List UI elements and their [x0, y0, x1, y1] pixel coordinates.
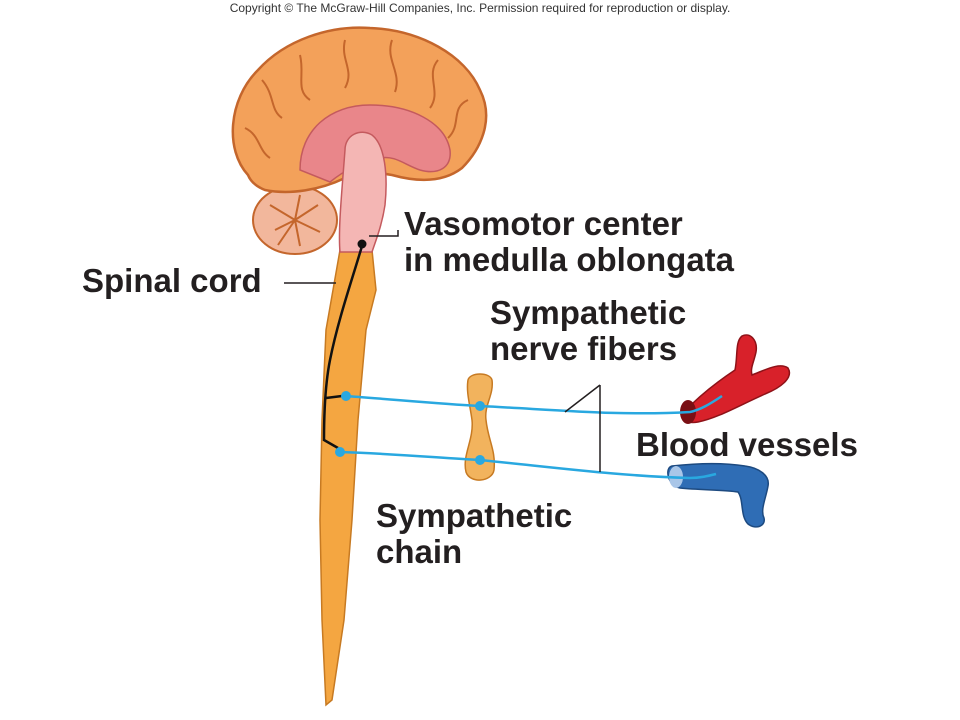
- sympathetic-nerve-fibers: [339, 394, 723, 480]
- cortex-folds: [244, 39, 469, 159]
- copyright-notice: Copyright © The McGraw-Hill Companies, I…: [229, 1, 731, 15]
- vein: [667, 462, 769, 528]
- label-vasomotor-center: Vasomotor center in medulla oblongata: [404, 205, 735, 278]
- label-blood-vessels: Blood vessels: [636, 426, 858, 463]
- brainstem: [338, 131, 387, 253]
- leader-lines: [284, 230, 601, 472]
- cerebellum: [252, 185, 338, 255]
- label-sympathetic-nerve-fibers: Sympathetic nerve fibers: [490, 294, 687, 367]
- label-spinal-cord: Spinal cord: [82, 262, 262, 299]
- spinal-cord: [319, 249, 377, 707]
- artery: [682, 334, 791, 424]
- sympathetic-chain: [464, 373, 496, 481]
- vasomotor-pathway: [322, 245, 364, 450]
- vasomotor-center-dot: [357, 239, 367, 249]
- label-sympathetic-chain: Sympathetic chain: [376, 497, 573, 570]
- nerve-junction-dots: [335, 391, 485, 465]
